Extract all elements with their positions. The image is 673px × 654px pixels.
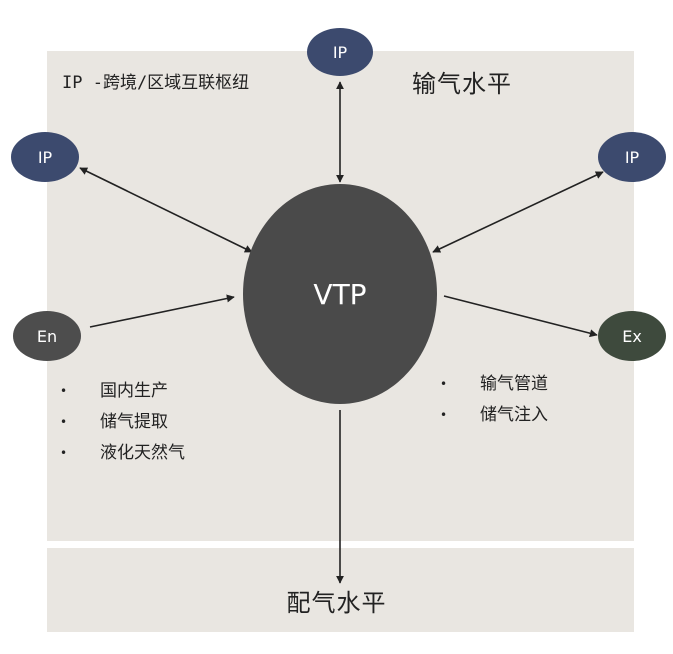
exit-destinations-list: 输气管道 储气注入 [440, 369, 548, 431]
entry-sources-list: 国内生产 储气提取 液化天然气 [60, 376, 185, 469]
transmission-level-label: 输气水平 [412, 70, 512, 98]
vtp-node [243, 184, 437, 404]
arrow-ip-right [432, 171, 604, 253]
list-item: 液化天然气 [60, 438, 185, 469]
vtp-label: VTP [313, 278, 366, 311]
ip-left-node [11, 132, 79, 182]
ip-top-node [307, 28, 373, 76]
distribution-level-label: 配气水平 [286, 589, 387, 617]
arrow-ip-left [79, 167, 253, 253]
arrow-exit [443, 295, 598, 338]
entry-node [13, 311, 81, 361]
ip-top-label: IP [333, 43, 348, 62]
list-item: 国内生产 [60, 376, 185, 407]
hub-title: IP -跨境/区域互联枢纽 [62, 73, 250, 93]
exit-node [598, 311, 666, 361]
exit-label: Ex [622, 327, 642, 346]
list-item: 储气提取 [60, 407, 185, 438]
list-item: 储气注入 [440, 400, 548, 431]
ip-left-label: IP [38, 148, 53, 167]
entry-label: En [37, 327, 57, 346]
list-item: 输气管道 [440, 369, 548, 400]
ip-right-node [598, 132, 666, 182]
arrow-entry [89, 294, 235, 328]
ip-right-label: IP [625, 148, 640, 167]
